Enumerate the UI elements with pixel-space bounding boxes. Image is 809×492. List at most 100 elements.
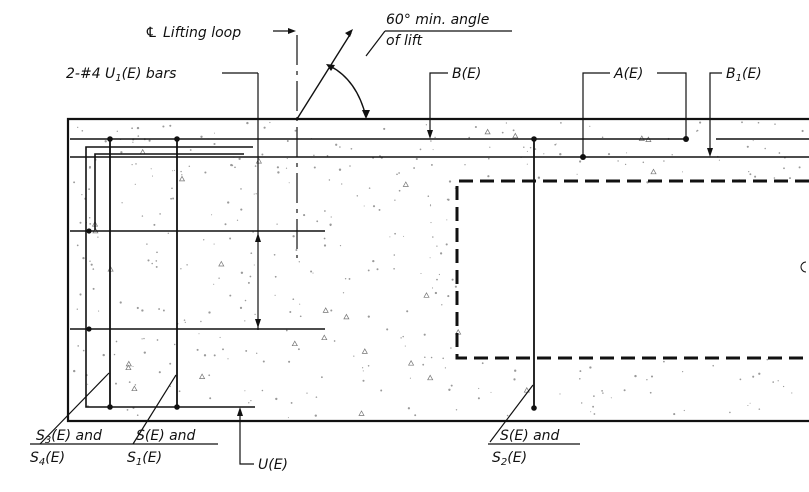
aggregate-speck [180, 268, 182, 270]
aggregate-speck [244, 299, 247, 302]
aggregate-speck [451, 278, 454, 281]
aggregate-speck [646, 379, 648, 381]
aggregate-speck [789, 177, 791, 180]
aggregate-speck [286, 158, 288, 160]
aggregate-speck [186, 264, 188, 266]
aggregate-speck [102, 353, 105, 357]
aggregate-speck [398, 189, 401, 192]
aggregate-speck [526, 163, 528, 165]
aggregate-speck [442, 357, 444, 360]
aggregate-speck [131, 164, 133, 166]
aggregate-speck [77, 345, 80, 347]
aggregate-speck [617, 160, 619, 162]
aggregate-stone [125, 364, 132, 371]
aggregate-speck [131, 127, 133, 130]
aggregate-speck [240, 188, 242, 190]
s3-leader [39, 372, 110, 445]
aggregate-speck [335, 143, 338, 146]
aggregate-speck [372, 259, 375, 263]
aggregate-speck [200, 135, 203, 138]
aggregate-speck [169, 362, 172, 365]
aggregate-speck [777, 380, 779, 382]
aggregate-speck [256, 352, 258, 354]
aggregate-speck [323, 244, 327, 247]
aggregate-speck [77, 126, 79, 129]
b-e-arrow [427, 130, 433, 139]
aggregate-speck [244, 320, 246, 322]
aggregate-speck [203, 239, 205, 241]
aggregate-speck [534, 148, 537, 150]
aggregate-speck [378, 208, 381, 211]
aggregate-speck [422, 363, 425, 366]
aggregate-speck [97, 236, 99, 238]
aggregate-speck [403, 235, 405, 237]
aggregate-speck [261, 389, 264, 392]
aggregate-speck [579, 370, 582, 373]
u-e-leader [239, 410, 254, 465]
aggregate-speck [450, 347, 452, 349]
aggregate-speck [204, 171, 207, 174]
aggregate-speck [592, 405, 595, 408]
aggregate-speck [642, 161, 645, 164]
aggregate-speck [455, 409, 458, 411]
u1-arrow-down [255, 319, 261, 328]
aggregate-speck [88, 188, 90, 191]
aggregate-speck [344, 278, 347, 280]
aggregate-stone [358, 410, 365, 416]
aggregate-speck [250, 252, 253, 255]
aggregate-speck [136, 126, 140, 130]
aggregate-speck [292, 298, 295, 301]
aggregate-speck [333, 340, 336, 342]
aggregate-speck [696, 129, 699, 132]
aggregate-speck [436, 278, 438, 281]
aggregate-speck [424, 356, 426, 359]
aggregate-speck [297, 348, 300, 351]
aggregate-speck [119, 301, 122, 304]
aggregate-speck [290, 401, 293, 404]
aggregate-speck [170, 197, 173, 200]
aggregate-speck [132, 365, 134, 368]
aggregate-speck [132, 141, 134, 143]
aggregate-stone [321, 334, 328, 341]
aggregate-speck [747, 404, 749, 407]
aggregate-speck [559, 393, 561, 395]
s-s2-label-line2: S2(E) [492, 450, 527, 468]
aggregate-speck [203, 354, 207, 357]
aggregate-speck [155, 260, 158, 262]
aggregate-speck [213, 142, 216, 146]
aggregate-speck [367, 315, 370, 318]
aggregate-speck [171, 170, 173, 172]
s2-leader [489, 384, 534, 443]
aggregate-speck [367, 365, 370, 367]
aggregate-speck [213, 354, 216, 357]
aggregate-speck [601, 136, 604, 139]
aggregate-speck [128, 381, 131, 384]
aggregate-speck [349, 165, 351, 167]
aggregate-speck [171, 187, 173, 190]
aggregate-speck [98, 310, 100, 312]
aggregate-speck [245, 349, 248, 352]
aggregate-speck [649, 391, 652, 394]
angle-arc [329, 65, 367, 118]
aggregate-speck [79, 293, 82, 296]
aggregate-speck [376, 268, 379, 271]
aggregate-speck [431, 287, 434, 289]
aggregate-speck [255, 193, 257, 195]
aggregate-speck [82, 349, 85, 352]
aggregate-speck [425, 124, 428, 126]
aggregate-speck [514, 369, 517, 372]
aggregate-speck [434, 136, 436, 139]
aggregate-speck [313, 166, 316, 169]
aggregate-speck [464, 164, 466, 166]
aggregate-speck [113, 353, 116, 356]
aggregate-speck [432, 236, 434, 238]
aggregate-speck [156, 251, 158, 254]
aggregate-stone [650, 168, 657, 175]
aggregate-speck [663, 360, 665, 363]
aggregate-speck [413, 167, 416, 169]
aggregate-speck [285, 167, 288, 169]
aggregate-speck [262, 360, 265, 363]
labels: ℄ Lifting loop 60° min. angle of lift 2-… [30, 12, 762, 473]
aggregate-speck [298, 261, 300, 263]
aggregate-speck [261, 153, 264, 156]
